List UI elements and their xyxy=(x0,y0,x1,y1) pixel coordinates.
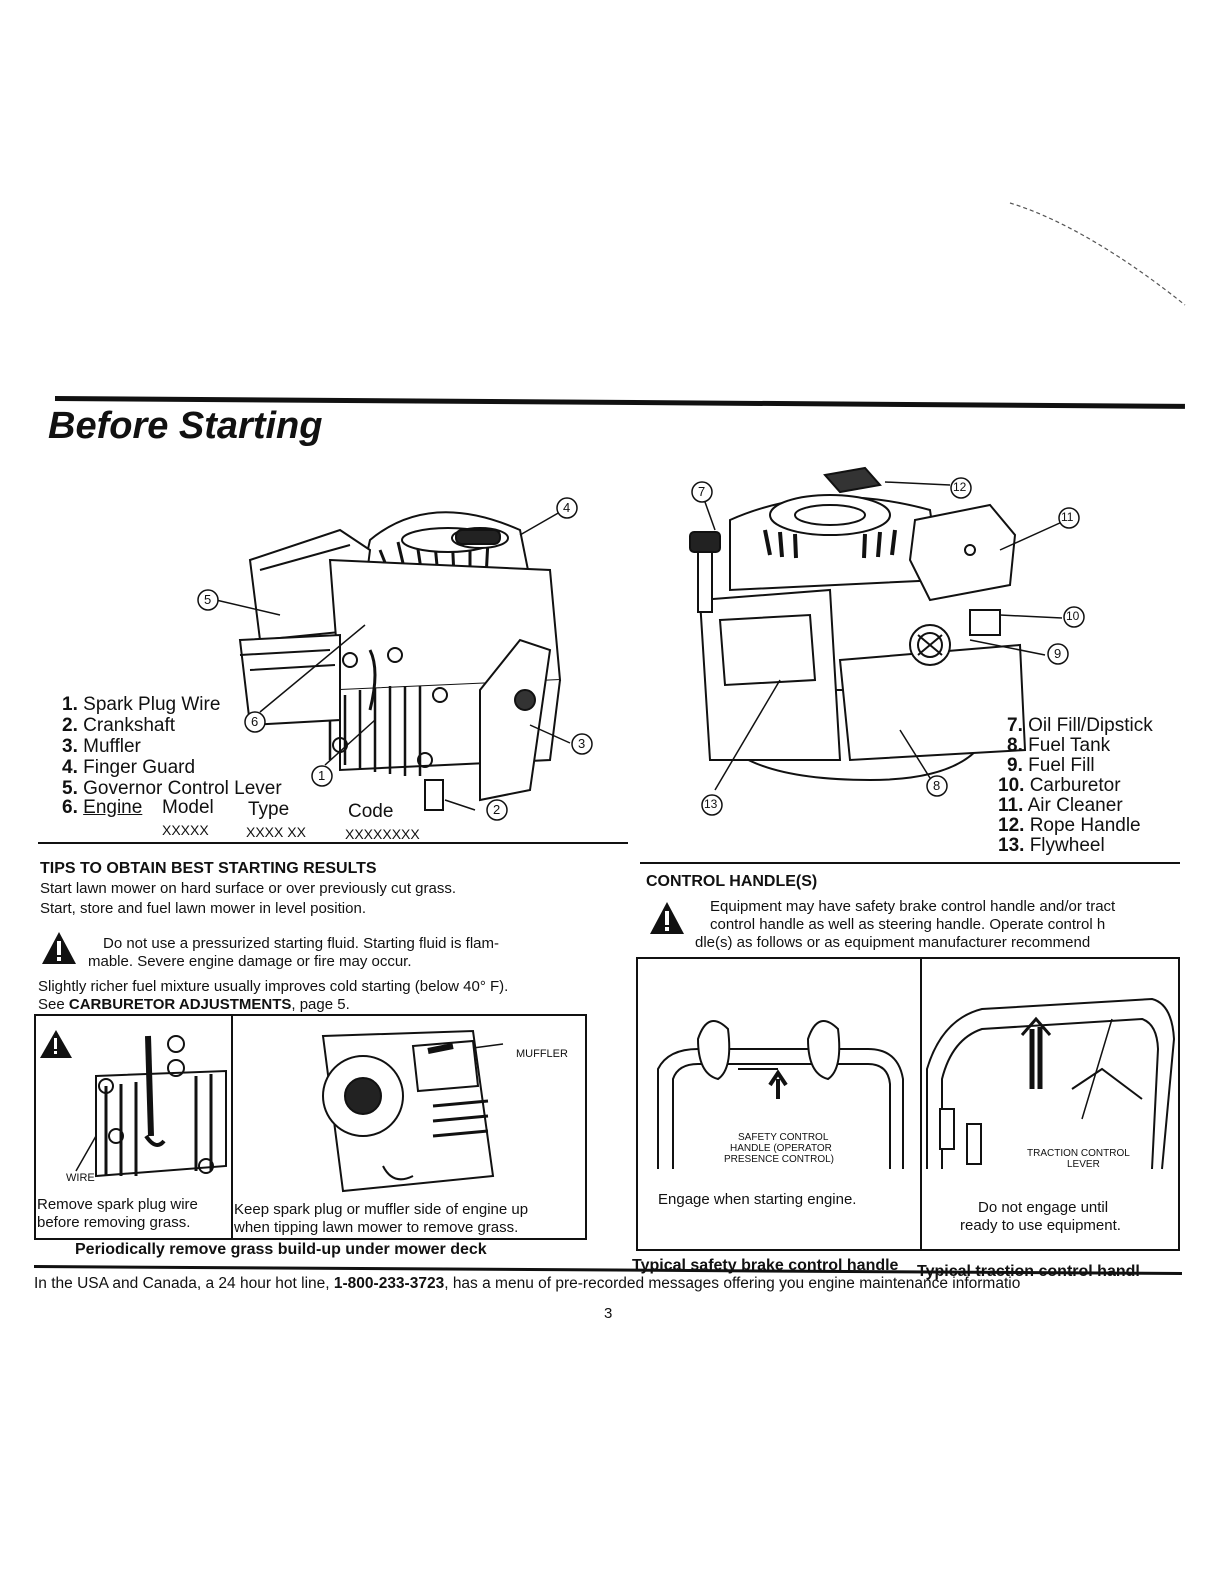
safety-label-1: SAFETY CONTROL xyxy=(738,1132,829,1143)
control-line-3: dle(s) as follows or as equipment manufa… xyxy=(695,934,1091,951)
fuel-mixture-line-2: See CARBURETOR ADJUSTMENTS, page 5. xyxy=(38,996,350,1013)
wire-caption-1: Remove spark plug wire xyxy=(37,1196,198,1213)
safety-label-2: HANDLE (OPERATOR xyxy=(730,1143,832,1154)
fuel-mixture-line-1: Slightly richer fuel mixture usually imp… xyxy=(38,978,509,995)
traction-caption-2: ready to use equipment. xyxy=(960,1217,1121,1234)
page-title: Before Starting xyxy=(48,405,323,447)
engine-code-value: XXXXXXXX xyxy=(345,826,420,842)
traction-label-2: LEVER xyxy=(1067,1159,1100,1170)
part-item: 8. Fuel Tank xyxy=(1007,735,1111,756)
part-item: 10. Carburetor xyxy=(998,775,1121,796)
muffler-caption-2: when tipping lawn mower to remove grass. xyxy=(234,1219,519,1236)
panel-safety-control-handle: SAFETY CONTROL HANDLE (OPERATOR PRESENCE… xyxy=(636,957,924,1251)
warning-icon xyxy=(42,932,76,964)
muffler-label: MUFFLER xyxy=(516,1048,568,1060)
tipped-engine-illustration xyxy=(321,1029,504,1193)
control-line-1: Equipment may have safety brake control … xyxy=(710,898,1116,915)
tips-line-1: Start lawn mower on hard surface or over… xyxy=(40,880,457,897)
engine-model-value: XXXXX xyxy=(162,822,209,838)
section-divider-right xyxy=(640,862,1180,864)
warning-icon xyxy=(650,902,684,934)
panel-spark-plug-wire: WIRE Remove spark plug wire before remov… xyxy=(34,1014,235,1240)
part-item: 2. Crankshaft xyxy=(62,715,176,736)
wire-label: WIRE xyxy=(66,1172,95,1184)
part-item: 13. Flywheel xyxy=(998,835,1105,856)
hotline-note: In the USA and Canada, a 24 hour hot lin… xyxy=(34,1275,1021,1292)
engine-code-label: Code xyxy=(348,801,394,822)
fluid-warning-line-2: mable. Severe engine damage or fire may … xyxy=(88,953,412,970)
panel-traction-control-lever: TRACTION CONTROL LEVER Do not engage unt… xyxy=(920,957,1180,1251)
part-item: 11. Air Cleaner xyxy=(998,795,1123,816)
grass-caption: Periodically remove grass build-up under… xyxy=(75,1241,487,1258)
safety-label-3: PRESENCE CONTROL) xyxy=(724,1154,835,1165)
engine-id-row: 6. Engine xyxy=(62,797,143,818)
wire-caption-2: before removing grass. xyxy=(37,1214,191,1231)
fluid-warning-line-1: Do not use a pressurized starting fluid.… xyxy=(103,935,500,952)
tips-line-2: Start, store and fuel lawn mower in leve… xyxy=(40,900,366,917)
muffler-caption-1: Keep spark plug or muffler side of engin… xyxy=(234,1201,529,1218)
part-item: 1. Spark Plug Wire xyxy=(62,694,221,715)
safety-handle-illustration xyxy=(657,1020,904,1169)
part-item: 12. Rope Handle xyxy=(998,815,1141,836)
part-item: 3. Muffler xyxy=(62,736,141,757)
page-number: 3 xyxy=(604,1305,613,1322)
traction-lever-illustration xyxy=(926,997,1176,1170)
part-item: 5. Governor Control Lever xyxy=(62,778,282,799)
traction-caption-1: Do not engage until xyxy=(978,1199,1109,1216)
panel-muffler-side-up: MUFFLER Keep spark plug or muffler side … xyxy=(231,1014,587,1240)
engine-type-value: XXXX XX xyxy=(246,824,306,840)
part-item: 4. Finger Guard xyxy=(62,757,196,778)
engine-model-label: Model xyxy=(162,797,214,818)
engine-illustration-left xyxy=(215,511,571,811)
control-line-2: control handle as well as steering handl… xyxy=(710,916,1106,933)
safety-caption: Engage when starting engine. xyxy=(658,1191,857,1208)
section-divider-left xyxy=(38,842,628,844)
parts-list-left: 1. Spark Plug Wire 2. Crankshaft 3. Muff… xyxy=(62,694,282,799)
spark-plug-illustration xyxy=(40,1030,227,1178)
engine-type-label: Type xyxy=(248,799,290,820)
control-heading: CONTROL HANDLE(S) xyxy=(646,873,818,890)
tips-heading: TIPS TO OBTAIN BEST STARTING RESULTS xyxy=(40,860,377,877)
scan-mark xyxy=(1009,202,1186,306)
part-item: 7. Oil Fill/Dipstick xyxy=(1007,715,1153,736)
part-item: 9. Fuel Fill xyxy=(1007,755,1095,776)
parts-list-right: 7. Oil Fill/Dipstick 8. Fuel Tank 9. Fue… xyxy=(998,716,1153,856)
engine-illustration-right xyxy=(689,466,1063,791)
traction-label-1: TRACTION CONTROL xyxy=(1027,1148,1130,1159)
